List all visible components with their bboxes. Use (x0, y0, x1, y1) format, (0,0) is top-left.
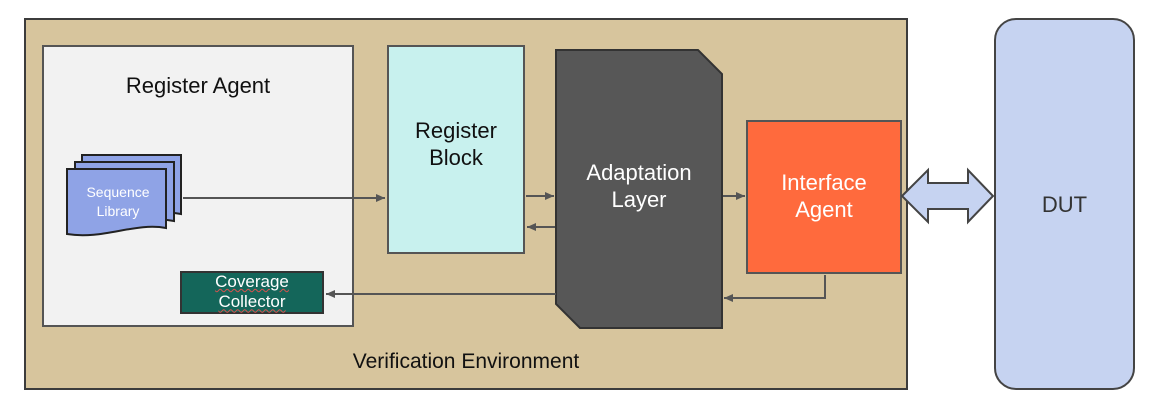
verification-environment-label: Verification Environment (352, 350, 580, 373)
sequence-library-line1: Sequence (86, 184, 150, 200)
register-block-line1: Register (415, 118, 497, 143)
adaptation-layer-line2: Layer (611, 186, 667, 212)
coverage-collector-box (180, 271, 324, 314)
interface-agent-line2: Agent (795, 196, 853, 222)
interface-agent-box (746, 120, 902, 274)
dut-box (994, 18, 1135, 390)
coverage-collector-line1: Coverage (215, 272, 289, 291)
dut-label: DUT (1041, 192, 1088, 217)
register-block-box (387, 45, 525, 254)
register-block-line2: Block (429, 144, 483, 170)
sequence-library-line2: Library (96, 202, 140, 219)
iface-dut-double-arrow (900, 167, 995, 225)
iface-to-adapt-arrow (724, 275, 826, 302)
adaptation-layer-line1: Adaptation (586, 160, 692, 185)
register-agent-title: Register Agent (125, 73, 271, 98)
coverage-collector-line2: Collector (218, 292, 286, 312)
sequence-library-icon (66, 154, 182, 237)
adaptation-layer-shape (555, 49, 723, 329)
interface-agent-line1: Interface (781, 170, 867, 195)
